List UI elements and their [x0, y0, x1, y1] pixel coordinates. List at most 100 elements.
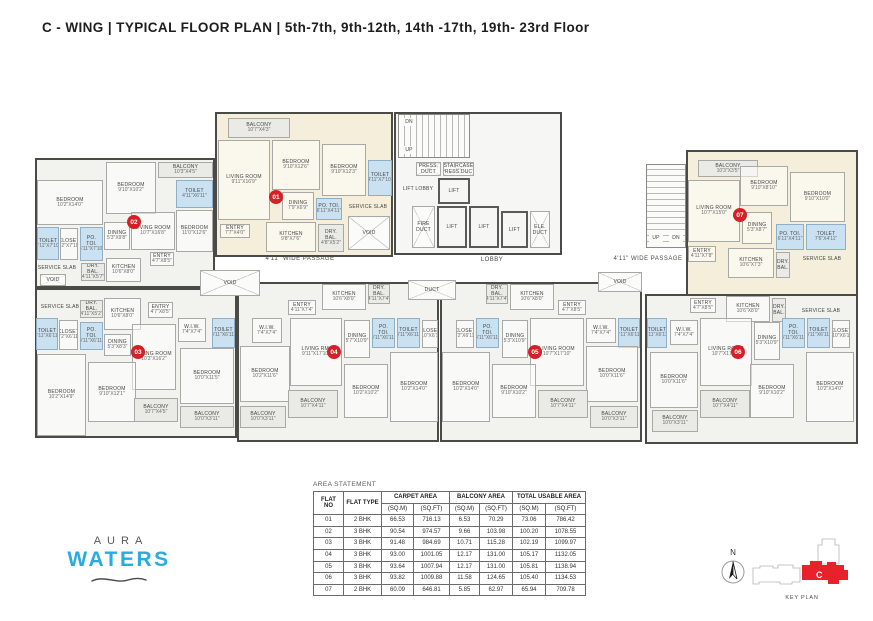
table-cell: 102.19: [512, 537, 546, 550]
table-cell: 65.94: [512, 583, 546, 597]
table-group-header: BALCONY AREA: [449, 491, 513, 504]
room-dimensions: 5'3"X10'9": [755, 340, 779, 347]
closet-room: CLOSET5'2"X6'11": [456, 320, 474, 348]
table-subheader: (SQ.FT): [413, 502, 450, 516]
room-label: DRY. BAL.: [324, 229, 337, 242]
up-room: UP: [649, 234, 663, 242]
room-label: CLOSET: [60, 329, 77, 336]
page-title: C - WING | TYPICAL FLOOR PLAN | 5th-7th,…: [42, 20, 590, 35]
room-label: BEDROOM: [193, 370, 221, 377]
key-plan-wing-label: C: [816, 570, 823, 580]
room-label: ENTRY: [153, 253, 171, 260]
room-dimensions: 10'0"X3'11": [250, 416, 276, 423]
room-dimensions: 5'7"X10'9": [345, 338, 369, 345]
dn-room: DN: [402, 118, 416, 126]
table-cell: 11.58: [449, 572, 480, 585]
room-dimensions: 9'8"X7'6": [281, 236, 301, 243]
room-label: KITCHEN: [111, 264, 136, 271]
table-cell: 04: [313, 548, 344, 562]
room-label: BEDROOM: [47, 389, 76, 396]
room-label: LIVING ROOM: [135, 225, 171, 232]
room-label: W.I.W.: [184, 324, 200, 331]
dry-bal-room: DRY. BAL.4'11"X7'4": [368, 284, 390, 304]
room-label: BEDROOM: [660, 374, 688, 381]
void-room: VOID: [598, 272, 642, 292]
table-cell: 105.40: [512, 572, 546, 585]
room-label: TOILET: [185, 188, 204, 195]
table-cell: 91.48: [381, 537, 414, 550]
room-label: TOILET: [38, 237, 58, 244]
table-cell: 646.81: [413, 583, 450, 597]
room-dimensions: 9'11"X16'9": [231, 179, 257, 186]
room-dimensions: 10'3"X4'5": [174, 169, 197, 176]
table-group-header: TOTAL USABLE AREA: [512, 491, 586, 504]
room-dimensions: 9'10"X10'2": [759, 390, 785, 397]
room-label: SERVICE SLAB: [348, 203, 388, 210]
room-label: BEDROOM: [330, 164, 358, 171]
room-label: LIVING ROOM: [696, 205, 732, 212]
table-subheader: (SQ.M): [381, 502, 414, 516]
table-cell: 05: [313, 560, 344, 574]
passage-label: 4'11" WIDE PASSAGE: [613, 256, 683, 262]
po-toi-room: PO. TOI.4'11"X6'11": [476, 318, 499, 348]
dry-bal-room: DRY. BAL.: [772, 298, 786, 322]
room-dimensions: 4'11"X5'7": [81, 274, 105, 281]
room-dimensions: 10'2"X14'0": [57, 201, 83, 208]
table-cell: 1078.55: [545, 525, 586, 539]
room-label: VOID: [223, 280, 237, 286]
room-label: LIVING ROOM: [539, 346, 575, 353]
room-label: TOILET: [37, 328, 57, 335]
room-dimensions: 10'6"X8'0": [332, 296, 356, 303]
room-dimensions: 7'4"X7'4": [257, 329, 277, 336]
room-dimensions: 5'2"X6'11": [60, 334, 78, 341]
service-slab-room: SERVICE SLAB: [346, 202, 390, 211]
wave-icon: [91, 577, 147, 582]
room-label: STAIRCASE PRESS.DUCT: [443, 163, 474, 175]
ele-duct-room: ELE. DUCT: [530, 211, 550, 248]
dry-bal-room: DRY. BAL.4'8"X5'2": [318, 224, 344, 252]
table-cell: 103.98: [479, 525, 513, 539]
table-cell: 3 BHK: [343, 572, 382, 585]
room-dimensions: 10'6"X8'0": [736, 308, 760, 315]
room-label: BEDROOM: [400, 381, 428, 388]
room-label: PO. TOI.: [318, 203, 340, 210]
room-label: DINING: [288, 200, 308, 207]
room-dimensions: 10'2"X10'2": [353, 390, 379, 397]
room-dimensions: 4'7"X8'5": [562, 306, 582, 313]
table-cell: 974.57: [413, 525, 450, 539]
table-cell: 60.09: [381, 583, 414, 597]
room-label: DRY. BAL.: [773, 304, 786, 316]
po-toi-room: PO. TOI.4'11"X6'11": [372, 318, 395, 348]
key-plan-map: C: [752, 538, 848, 585]
room-label: CLOSET: [833, 328, 849, 335]
north-compass: N: [718, 548, 748, 592]
room-dimensions: 9'11"X17'10": [302, 351, 330, 358]
room-label: KITCHEN: [279, 231, 303, 238]
room-label: BEDROOM: [500, 385, 528, 392]
room-dimensions: 10'2"X14'0": [453, 386, 479, 393]
room-label: BEDROOM: [117, 182, 145, 189]
room-dimensions: 4'11"X6'11": [648, 332, 666, 339]
logo-line1: AURA: [93, 535, 149, 547]
room-dimensions: 10'7"X15'0": [701, 210, 727, 217]
table-cell: 1001.05: [413, 548, 450, 562]
passage-label: 4'11" WIDE PASSAGE: [265, 256, 335, 262]
room-label: ENTRY: [293, 301, 311, 308]
room-label: PO. TOI.: [482, 324, 493, 337]
table-cell: 3 BHK: [343, 548, 382, 562]
